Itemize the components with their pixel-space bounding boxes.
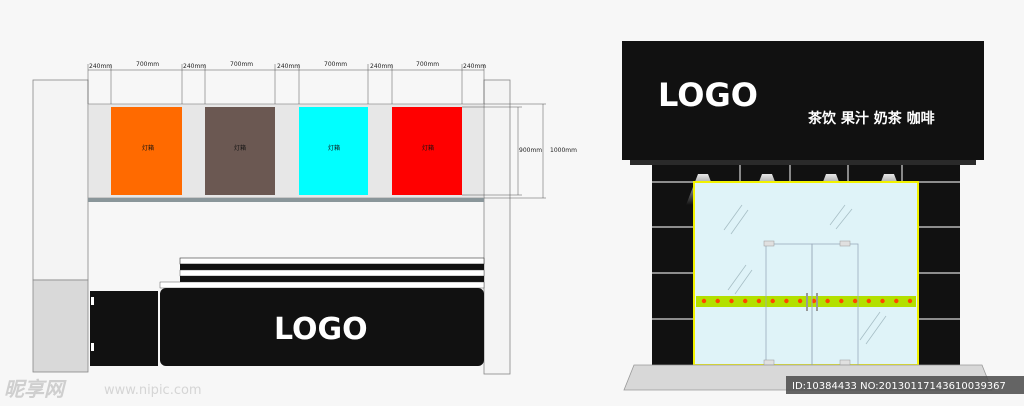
left-pillar-base: [32, 279, 89, 373]
strip-bulb: [784, 298, 789, 304]
door-handle-right: [816, 293, 818, 311]
counter-logo: LOGO: [274, 312, 368, 347]
lightbox-red: [392, 107, 462, 195]
watermark-id: ID:10384433 NO:20130117143610039367: [792, 381, 1006, 392]
signboard: [622, 41, 984, 160]
door-handle-left: [806, 293, 808, 311]
strip-bulb: [701, 298, 707, 304]
left-pillar: [32, 79, 89, 281]
dim-box-height: 900mm: [519, 147, 542, 154]
strip-bulb: [866, 298, 871, 304]
backboard-shelf: [88, 198, 484, 202]
right-pillar: [483, 79, 511, 375]
strip-bulb: [770, 298, 775, 304]
id-badge-bg: [786, 376, 1024, 394]
top-dimensions: [87, 64, 485, 104]
lightbox-label: 灯箱: [234, 144, 246, 152]
lightbox-label: 灯箱: [142, 144, 154, 152]
dim-box-3: 700mm: [324, 61, 347, 68]
dim-gap-1: 240mm: [89, 63, 112, 70]
strip-bulb: [811, 298, 817, 304]
counter-top-rail: [179, 257, 485, 265]
watermark: 昵享网 www.nipic.com ID:10384433 NO:2013011…: [4, 376, 1024, 401]
strip-bulb: [729, 298, 734, 304]
side-dimensions: [462, 103, 546, 199]
dim-gap-4: 240mm: [370, 63, 393, 70]
dim-gap-5: 240mm: [463, 63, 486, 70]
dim-box-4: 700mm: [416, 61, 439, 68]
strip-bulb: [907, 298, 913, 304]
lightbox-brown: [205, 107, 275, 195]
lightbox-label: 灯箱: [422, 144, 434, 152]
light-strip-bulbs: [701, 298, 913, 304]
lightboxes: 灯箱 灯箱 灯箱 灯箱: [111, 107, 462, 195]
watermark-url: www.nipic.com: [104, 383, 202, 398]
transom-band: [694, 165, 918, 182]
strip-bulb: [715, 298, 720, 304]
left-wall-tiles: [652, 165, 694, 365]
dim-total-height: 1000mm: [550, 147, 577, 154]
storefront-slogan: 茶饮 果汁 奶茶 咖啡: [807, 110, 935, 127]
dim-box-2: 700mm: [230, 61, 253, 68]
counter-elevation: 灯箱 灯箱 灯箱 灯箱 240mm 700mm 240mm 700mm 240m…: [32, 61, 577, 375]
counter-rail-stripe-2: [180, 276, 484, 282]
watermark-brand: 昵享网: [4, 377, 67, 401]
lightbox-orange: [111, 107, 182, 195]
strip-bulb: [894, 298, 899, 304]
strip-bulb: [756, 298, 762, 304]
glass-reflections: [723, 204, 887, 345]
strip-bulb: [797, 298, 803, 304]
counter-front: [160, 288, 484, 366]
right-wall-tiles: [918, 165, 960, 365]
door-hinge-bottom: [91, 343, 94, 351]
dim-gap-2: 240mm: [183, 63, 206, 70]
glass-window: [694, 182, 918, 365]
dim-box-1: 700mm: [136, 61, 159, 68]
lightbox-label: 灯箱: [328, 144, 340, 152]
strip-bulb: [839, 298, 844, 304]
glass-door: [763, 240, 859, 366]
storefront-logo: LOGO: [658, 76, 758, 114]
dim-gap-3: 240mm: [277, 63, 300, 70]
strip-bulb: [825, 298, 830, 304]
storefront-elevation: LOGO 茶饮 果汁 奶茶 咖啡: [622, 41, 993, 391]
strip-bulb: [880, 298, 885, 304]
counter-rail-lower: [159, 281, 485, 289]
counter-rail-stripe-1: [180, 264, 484, 270]
signboard-underside: [630, 160, 976, 165]
counter-rail-gap: [179, 269, 485, 277]
service-door: [90, 291, 158, 366]
strip-bulb: [743, 298, 748, 304]
strip-bulb: [852, 298, 858, 304]
door-hinge-top: [91, 297, 94, 305]
lightbox-cyan: [299, 107, 368, 195]
